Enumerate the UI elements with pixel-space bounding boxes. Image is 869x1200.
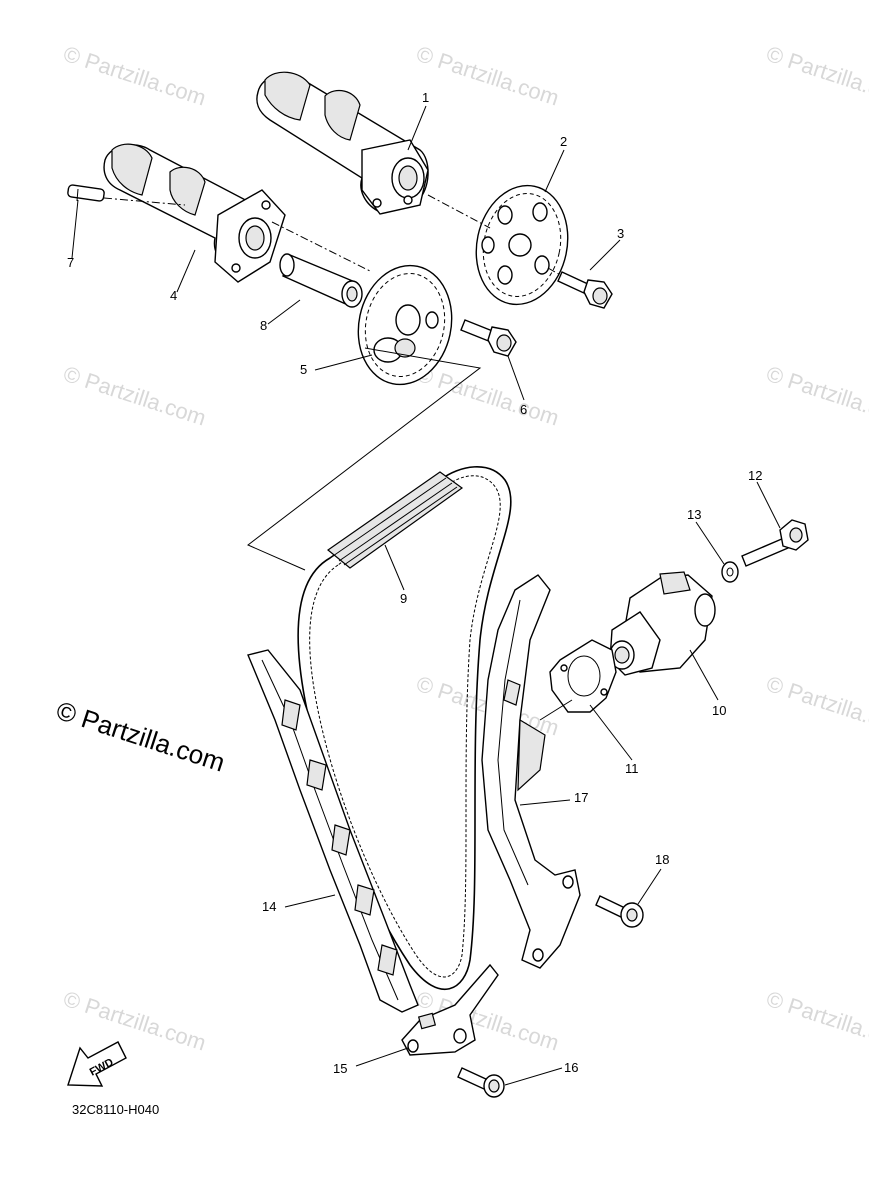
watermark-faint: © Partzilla.com (413, 41, 562, 111)
callout-8: 8 (260, 318, 267, 333)
callout-7: 7 (67, 255, 74, 270)
part-9-cam-chain (297, 466, 512, 991)
part-2-sprocket (475, 184, 569, 306)
callout-14: 14 (262, 899, 276, 914)
diagram-code: 32C8110-H040 (72, 1102, 160, 1117)
part-4-camshaft (103, 143, 286, 283)
part-5-sprocket (357, 264, 453, 386)
callout-6: 6 (520, 402, 527, 417)
callout-1: 1 (422, 90, 429, 105)
part-18-bolt (595, 895, 644, 928)
watermark-faint: © Partzilla.com (763, 671, 869, 741)
callout-18: 18 (655, 852, 669, 867)
callout-16: 16 (564, 1060, 578, 1075)
watermark-faint: © Partzilla.com (763, 361, 869, 431)
watermark-faint: © Partzilla.com (413, 361, 562, 431)
callout-4: 4 (170, 288, 177, 303)
part-11-gasket (549, 639, 617, 713)
watermark-faint: © Partzilla.com (763, 41, 869, 111)
callout-9: 9 (400, 591, 407, 606)
callout-5: 5 (300, 362, 307, 377)
part-17-tensioner-guide (481, 574, 581, 969)
callout-11: 11 (625, 761, 639, 776)
part-1-camshaft (256, 71, 429, 215)
watermark-faint: © Partzilla.com (60, 986, 209, 1056)
fwd-arrow-icon: FWD (67, 1041, 127, 1087)
callout-10: 10 (712, 703, 726, 718)
part-16-bolt (457, 1067, 505, 1098)
watermark-faint: © Partzilla.com (60, 361, 209, 431)
part-8-shaft (279, 253, 363, 308)
part-7-pin (67, 184, 186, 206)
part-3-bolt (547, 267, 613, 309)
watermark-faint: © Partzilla.com (763, 986, 869, 1056)
leader-lines (71, 105, 781, 1086)
callout-17: 17 (574, 790, 588, 805)
centerline (271, 221, 373, 273)
part-10-tensioner (609, 571, 716, 676)
callout-2: 2 (560, 134, 567, 149)
part-15-guide-stopper (401, 963, 499, 1056)
callout-12: 12 (748, 468, 762, 483)
group-bracket (247, 347, 482, 571)
part-14-chain-guide (247, 649, 419, 1013)
centerline (427, 194, 491, 229)
watermark-faint: © Partzilla.com (60, 41, 209, 111)
callout-3: 3 (617, 226, 624, 241)
callout-13: 13 (687, 507, 701, 522)
part-13-washer (721, 561, 739, 583)
callout-15: 15 (333, 1061, 347, 1076)
callout-numbers: 1 2 3 4 5 6 7 8 9 10 11 12 13 14 15 16 1… (67, 90, 762, 1076)
part-6-bolt (460, 319, 517, 357)
chain-links-highlight (327, 471, 464, 569)
part-12-bolt (741, 519, 809, 567)
